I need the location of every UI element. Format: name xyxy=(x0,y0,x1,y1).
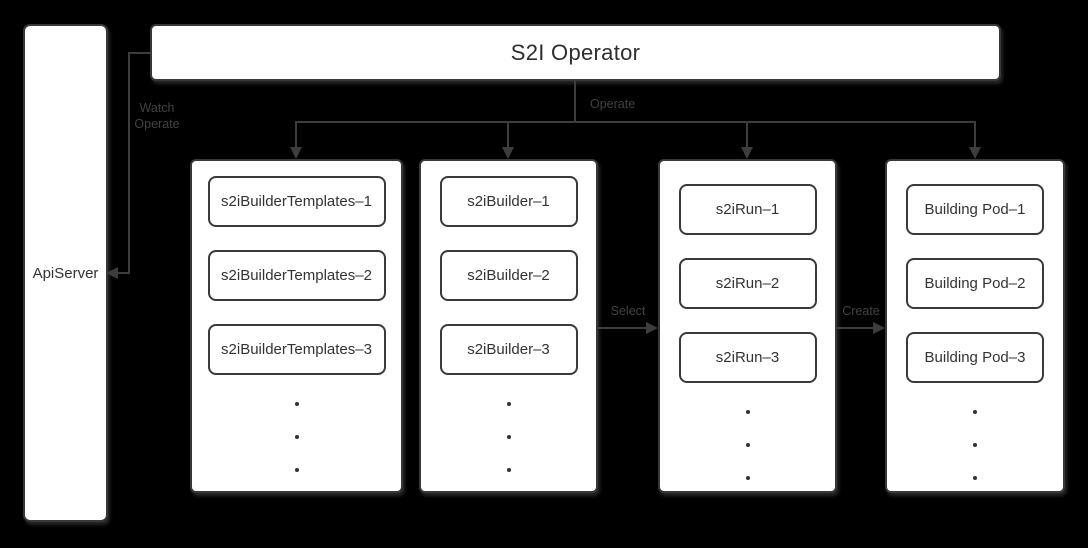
column-s2i-runs: s2iRun–1 s2iRun–2 s2iRun–3 xyxy=(658,159,837,493)
dot xyxy=(973,410,977,414)
node-label: s2iBuilder–3 xyxy=(467,341,550,358)
column-building-pods: Building Pod–1 Building Pod–2 Building P… xyxy=(885,159,1065,493)
ellipsis-dots xyxy=(294,402,299,472)
node-label: s2iBuilderTemplates–1 xyxy=(221,193,372,210)
arrowhead-select xyxy=(646,322,658,334)
ellipsis-dots xyxy=(506,402,511,472)
arrowhead-to-builders-column xyxy=(502,147,514,159)
dot xyxy=(506,468,511,472)
arrowhead-to-pods-column xyxy=(969,147,981,159)
dot xyxy=(294,402,299,406)
node-label: s2iBuilderTemplates–2 xyxy=(221,267,372,284)
node-label: s2iRun–2 xyxy=(715,275,780,292)
dot xyxy=(745,476,750,480)
node-s2i-builder-2: s2iBuilder–2 xyxy=(439,250,578,301)
node-s2i-run-3: s2iRun–3 xyxy=(678,332,817,383)
node-s2i-builder-templates-3: s2iBuilderTemplates–3 xyxy=(207,324,386,375)
column-s2i-builders: s2iBuilder–1 s2iBuilder–2 s2iBuilder–3 xyxy=(419,159,598,493)
arrowhead-to-runs-column xyxy=(741,147,753,159)
node-s2i-builder-templates-1: s2iBuilderTemplates–1 xyxy=(207,176,386,227)
create-edge-label: Create xyxy=(842,304,880,318)
s2i-operator-node: S2I Operator xyxy=(150,24,1001,81)
node-label: s2iBuilder–2 xyxy=(467,267,550,284)
edge-drop-runs xyxy=(746,121,748,149)
edge-drop-templates xyxy=(295,121,297,149)
node-building-pod-2: Building Pod–2 xyxy=(906,258,1044,309)
arrowhead-create xyxy=(873,322,885,334)
column-s2i-builder-templates: s2iBuilderTemplates–1 s2iBuilderTemplate… xyxy=(190,159,403,493)
dot xyxy=(294,468,299,472)
watch-label-line1: Watch xyxy=(139,101,175,115)
watch-label-line2: Operate xyxy=(134,117,180,131)
dot xyxy=(745,443,750,447)
node-label: Building Pod–2 xyxy=(924,275,1026,292)
edge-watch-segment-vertical xyxy=(128,52,130,274)
watch-operate-edge-label: Watch Operate xyxy=(117,100,197,132)
arrowhead-to-templates-column xyxy=(290,147,302,159)
dot xyxy=(973,443,977,447)
arrowhead-to-apiserver xyxy=(106,267,118,279)
node-label: s2iRun–3 xyxy=(715,349,780,366)
node-s2i-builder-templates-2: s2iBuilderTemplates–2 xyxy=(207,250,386,301)
edge-operate-bus xyxy=(295,121,976,123)
api-server-label: ApiServer xyxy=(32,264,99,282)
api-server-node: ApiServer xyxy=(23,24,108,522)
node-label: s2iBuilder–1 xyxy=(467,193,550,210)
dot xyxy=(294,435,299,439)
node-building-pod-1: Building Pod–1 xyxy=(906,184,1044,235)
node-building-pod-3: Building Pod–3 xyxy=(906,332,1044,383)
edge-create-line xyxy=(837,327,875,329)
node-label: Building Pod–3 xyxy=(924,349,1026,366)
edge-watch-segment-bottom xyxy=(116,272,130,274)
dot xyxy=(506,435,511,439)
edge-select-line xyxy=(598,327,648,329)
node-s2i-run-1: s2iRun–1 xyxy=(678,184,817,235)
edge-operate-drop xyxy=(574,80,576,123)
node-s2i-builder-1: s2iBuilder–1 xyxy=(439,176,578,227)
s2i-operator-title: S2I Operator xyxy=(510,39,641,65)
edge-watch-segment-top xyxy=(128,52,152,54)
node-label: Building Pod–1 xyxy=(924,201,1026,218)
node-s2i-run-2: s2iRun–2 xyxy=(678,258,817,309)
ellipsis-dots xyxy=(973,410,977,480)
node-s2i-builder-3: s2iBuilder–3 xyxy=(439,324,578,375)
dot xyxy=(745,410,750,414)
dot xyxy=(973,476,977,480)
node-label: s2iRun–1 xyxy=(715,201,780,218)
edge-drop-builders xyxy=(507,121,509,149)
dot xyxy=(506,402,511,406)
edge-drop-pods xyxy=(974,121,976,149)
operate-edge-label: Operate xyxy=(590,97,636,111)
node-label: s2iBuilderTemplates–3 xyxy=(221,341,372,358)
ellipsis-dots xyxy=(745,410,750,480)
select-edge-label: Select xyxy=(610,304,646,318)
